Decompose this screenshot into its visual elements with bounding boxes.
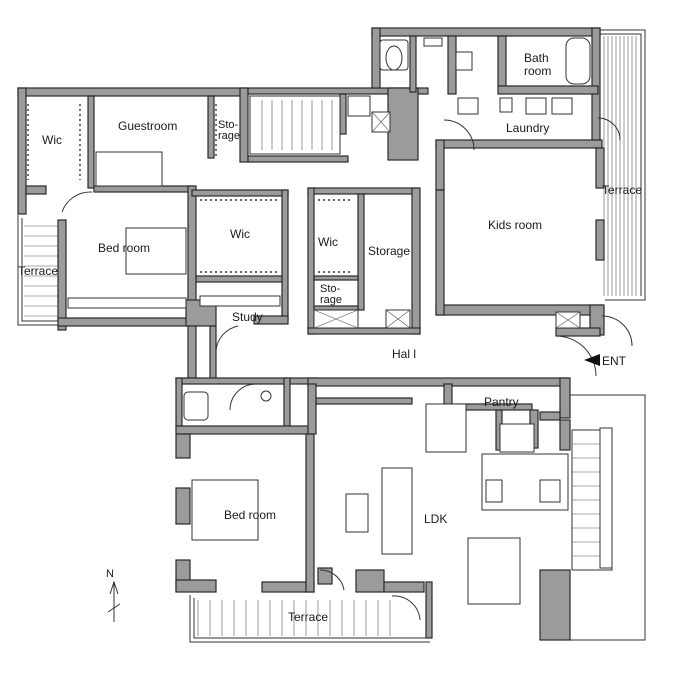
room-label-storage-small-1: Sto- — [320, 283, 341, 295]
room-label-wic-left: Wic — [42, 133, 62, 147]
room-label-bed-room-lower: Bed room — [224, 508, 276, 522]
room-label-guestroom: Guestroom — [118, 119, 177, 133]
terrace-deck-bottom — [197, 600, 391, 636]
terrace-outlines — [17, 29, 646, 643]
room-label-entrance: ENT — [602, 354, 627, 368]
terrace-deck-right — [603, 36, 637, 296]
room-label-storage: Storage — [368, 244, 410, 258]
room-label-study: Study — [232, 310, 263, 324]
room-label-wic-small: Wic — [318, 235, 338, 249]
entrance-marker: ENT — [584, 354, 627, 368]
room-label-ldk: LDK — [424, 512, 447, 526]
room-label-terrace-right: Terrace — [602, 183, 642, 197]
room-label-laundry: Laundry — [506, 121, 549, 135]
north-compass: N — [106, 568, 121, 622]
entrance-arrow-icon — [584, 354, 600, 366]
room-label-terrace-left: Terrace — [18, 264, 58, 278]
compass-north-label: N — [106, 568, 114, 580]
room-label-bath-1: Bath — [524, 51, 549, 65]
room-label-hall: Hal l — [392, 347, 416, 361]
room-label-terrace-bottom: Terrace — [288, 610, 328, 624]
room-label-storage-small-2: rage — [320, 294, 342, 306]
room-label-wic-mid: Wic — [230, 227, 250, 241]
room-label-storage-top-1: Sto- — [218, 119, 239, 131]
room-label-pantry: Pantry — [484, 395, 519, 409]
room-label-bath-2: room — [524, 64, 551, 78]
room-label-bed-room-upper: Bed room — [98, 241, 150, 255]
room-label-kids-room: Kids room — [488, 218, 542, 232]
terrace-deck-left — [24, 225, 60, 317]
fixtures — [27, 37, 633, 621]
room-label-storage-top-2: rage — [218, 130, 240, 142]
